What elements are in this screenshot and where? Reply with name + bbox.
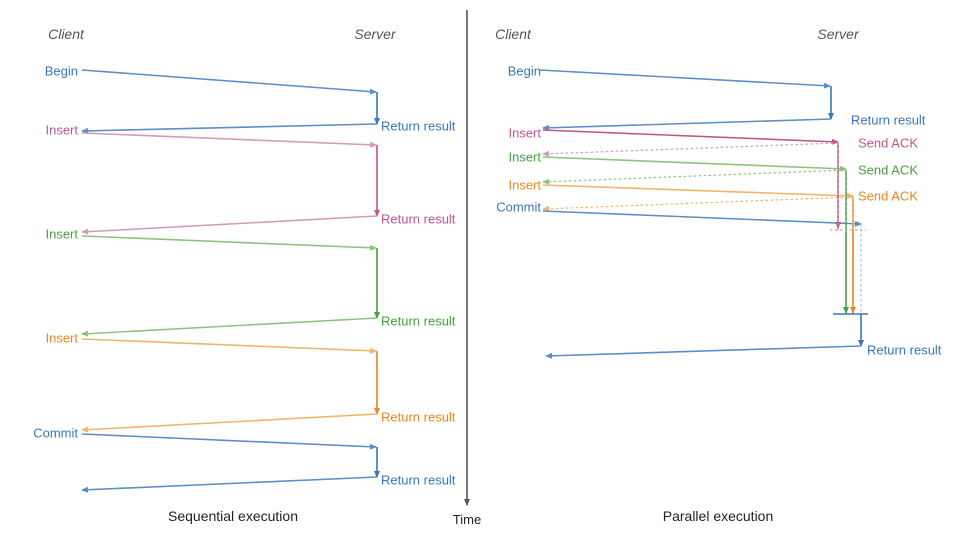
sequential-insert1-request: [81, 132, 377, 148]
actor-client-sequential: Client: [48, 26, 84, 42]
server-label-ret-insert2-sequential: Return result: [381, 313, 456, 329]
sequential-commit-response: [81, 476, 378, 493]
sequential-insert1-response: [81, 215, 378, 235]
sequential-insert3-request: [81, 338, 377, 354]
client-label-insert2-sequential: Insert: [45, 226, 78, 242]
parallel-insert3-ack: [542, 196, 854, 212]
client-label-insert2-parallel: Insert: [508, 149, 541, 165]
server-label-ret-commit-parallel: Return result: [867, 342, 942, 358]
sequential-begin-response: [81, 123, 378, 134]
parallel-insert1-request: [542, 129, 839, 145]
server-label-ret-begin-sequential: Return result: [381, 118, 456, 134]
parallel-insert2-request: [542, 156, 847, 172]
client-label-commit-parallel: Commit: [496, 199, 541, 215]
panel-caption-sequential: Sequential execution: [168, 508, 298, 524]
parallel-begin-response: [542, 118, 832, 131]
actor-server-parallel: Server: [817, 26, 859, 42]
client-label-begin-sequential: Begin: [44, 63, 78, 79]
time-axis-label: Time: [452, 512, 482, 527]
server-label-ret-commit-sequential: Return result: [381, 472, 456, 488]
server-label-ack-insert1-parallel: Send ACK: [858, 135, 918, 151]
client-label-insert1-parallel: Insert: [508, 125, 541, 141]
sequential-begin-request: [81, 69, 377, 95]
actor-client-parallel: Client: [495, 26, 531, 42]
panel-caption-parallel: Parallel execution: [662, 508, 774, 524]
panel-sequential: [81, 69, 380, 493]
server-label-ack-insert3-parallel: Send ACK: [858, 188, 918, 204]
sequential-insert2-request: [81, 235, 377, 251]
client-label-commit-sequential: Commit: [33, 425, 78, 441]
server-label-ret-insert1-sequential: Return result: [381, 211, 456, 227]
client-label-insert1-sequential: Insert: [45, 122, 78, 138]
parallel-commit-response: [545, 345, 862, 359]
parallel-begin-request: [539, 69, 831, 89]
sequential-insert3-response: [81, 413, 378, 433]
client-label-insert3-parallel: Insert: [508, 177, 541, 193]
client-label-insert3-sequential: Insert: [45, 330, 78, 346]
server-label-ack-insert2-parallel: Send ACK: [858, 162, 918, 178]
sequential-insert2-response: [81, 317, 378, 337]
sequential-commit-request: [81, 433, 377, 450]
parallel-insert2-ack: [542, 169, 847, 185]
panel-parallel: [539, 69, 868, 359]
parallel-insert3-request: [542, 184, 854, 199]
parallel-insert1-ack: [542, 142, 839, 157]
parallel-commit-request: [542, 210, 862, 227]
client-label-begin-parallel: Begin: [507, 63, 541, 79]
actor-server-sequential: Server: [354, 26, 396, 42]
server-label-ret-insert3-sequential: Return result: [381, 409, 456, 425]
server-label-ret-begin-parallel: Return result: [851, 112, 926, 128]
